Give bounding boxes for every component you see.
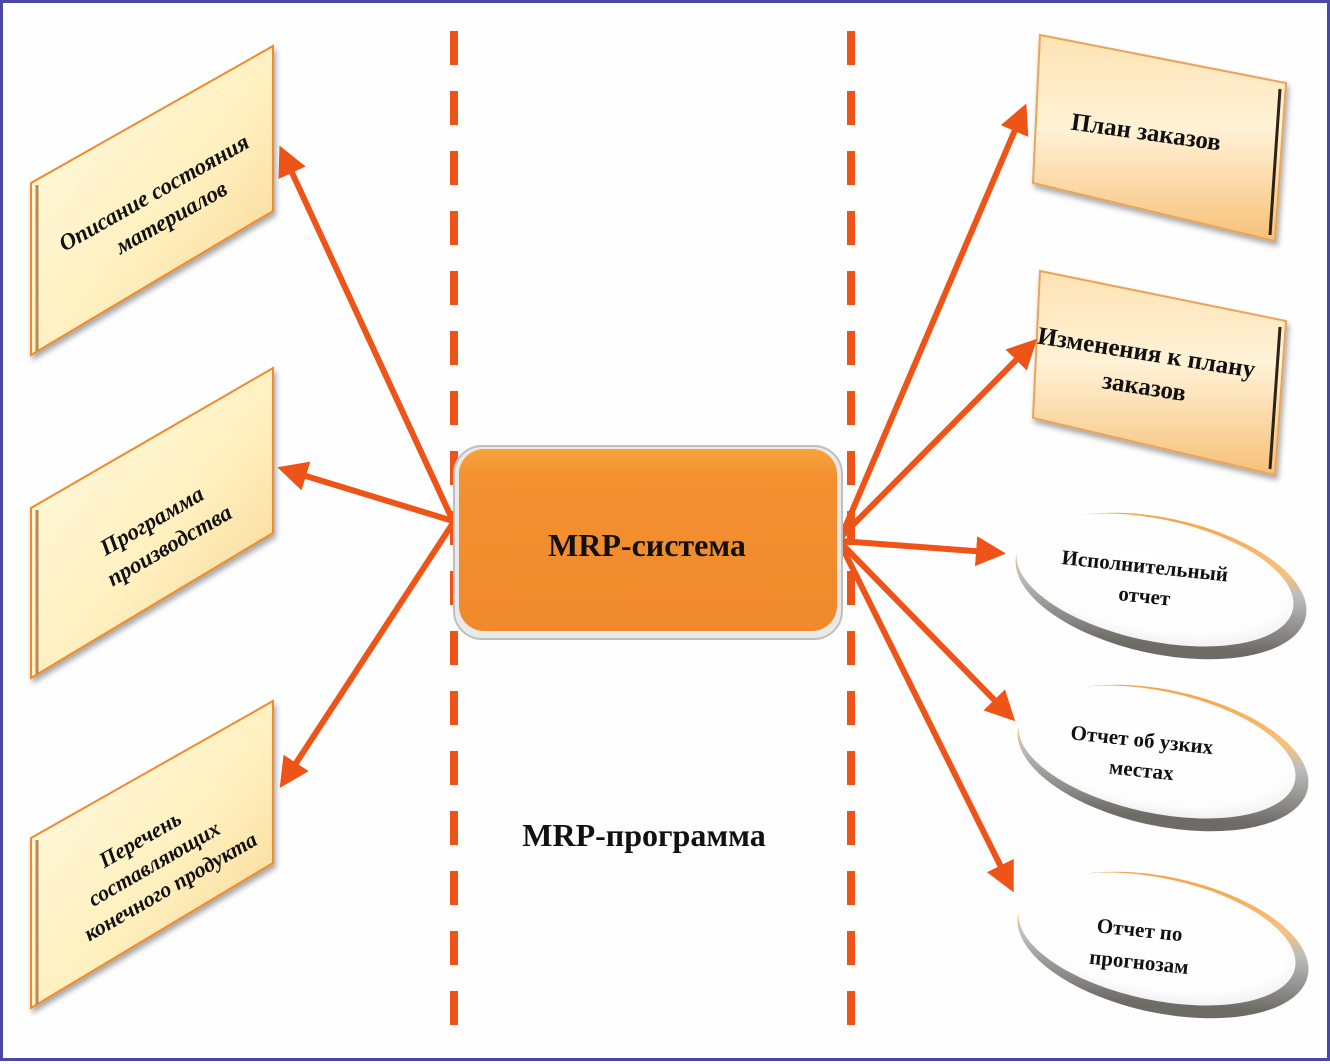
- arrow-to-bottleneck-report: [838, 540, 1016, 722]
- input-panel-production-program: Программа производства: [30, 366, 274, 680]
- arrow-to-order-plan: [838, 103, 1029, 539]
- mrp-system-box: MRP-система: [453, 445, 843, 640]
- panel-shape: [30, 44, 274, 357]
- panel-shape: [30, 366, 274, 680]
- mrp-program-label: MRP-программа: [522, 817, 765, 853]
- output-ellipse-bottleneck-report: Отчет об узких местах: [1017, 684, 1309, 832]
- output-ellipse-forecast-report: Отчет по прогнозам: [1017, 871, 1309, 1019]
- panel-shape: [30, 699, 274, 1010]
- box-body: [459, 449, 837, 631]
- panel-edge: [1268, 326, 1282, 470]
- arrow-to-order-plan-changes: [838, 338, 1038, 540]
- input-panel-bill-of-materials: Перечень составляющих конечного продукта: [30, 699, 274, 1010]
- arrow-to-material-status: [278, 145, 456, 523]
- panel-edge: [1268, 88, 1282, 236]
- mrp-system-label: MRP-система: [548, 527, 746, 563]
- output-panel-order-plan: План заказов: [1031, 33, 1288, 243]
- arrows: [277, 103, 1038, 893]
- mrp-diagram: Описание состояния материалов Программа …: [30, 31, 1309, 1033]
- arrow-to-production-program: [277, 461, 454, 524]
- ellipse-face: [1016, 513, 1294, 647]
- output-ellipse-performance-report: Исполнительный отчет: [1015, 512, 1307, 660]
- ellipse-face: [1018, 685, 1296, 819]
- output-panel-order-plan-changes: Изменения к плану заказов: [1031, 269, 1288, 477]
- ellipse-face: [1018, 872, 1296, 1006]
- panel-shape: [1031, 33, 1288, 243]
- arrow-to-forecast-report: [838, 543, 1014, 893]
- input-panel-material-status: Описание состояния материалов: [30, 44, 274, 357]
- arrow-to-bill-of-materials: [279, 521, 456, 789]
- arrow-to-performance-report: [840, 536, 1006, 567]
